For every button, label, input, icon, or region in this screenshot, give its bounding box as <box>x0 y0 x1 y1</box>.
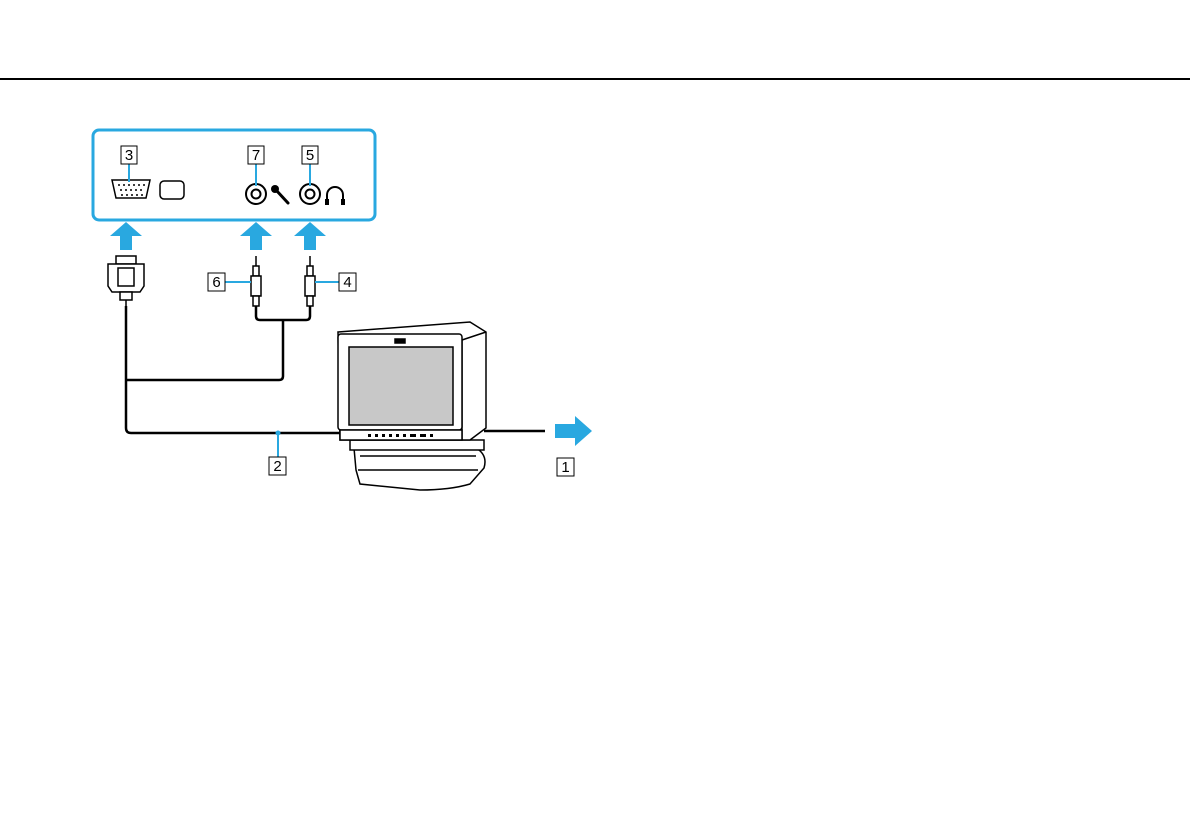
svg-text:6: 6 <box>212 274 220 291</box>
callout-7: 7 <box>248 146 264 164</box>
svg-text:7: 7 <box>252 147 260 164</box>
port-panel <box>93 130 375 220</box>
callout-4: 4 <box>339 273 356 291</box>
callout-1: 1 <box>557 458 574 476</box>
arrow-up-icon <box>294 222 326 250</box>
callout-3: 3 <box>121 146 137 164</box>
arrow-up-icon <box>240 222 272 250</box>
headphone-jack-icon <box>300 184 320 204</box>
arrow-up-icon <box>110 222 142 250</box>
monitor-symbol-icon <box>160 181 184 199</box>
vga-plug-icon <box>108 256 144 306</box>
svg-text:2: 2 <box>273 458 281 475</box>
callout-5: 5 <box>302 146 318 164</box>
svg-text:5: 5 <box>306 147 314 164</box>
microphone-jack-icon <box>246 184 266 204</box>
crt-monitor-icon <box>338 322 486 490</box>
arrow-right-icon <box>555 416 592 446</box>
audio-plug-icon <box>305 256 315 306</box>
audio-plug-icon <box>251 256 261 306</box>
callout-6: 6 <box>208 273 225 291</box>
svg-text:3: 3 <box>125 147 133 164</box>
vga-port-icon <box>112 180 150 198</box>
svg-text:1: 1 <box>561 459 569 476</box>
svg-text:4: 4 <box>343 274 351 291</box>
callout-2: 2 <box>269 457 286 475</box>
